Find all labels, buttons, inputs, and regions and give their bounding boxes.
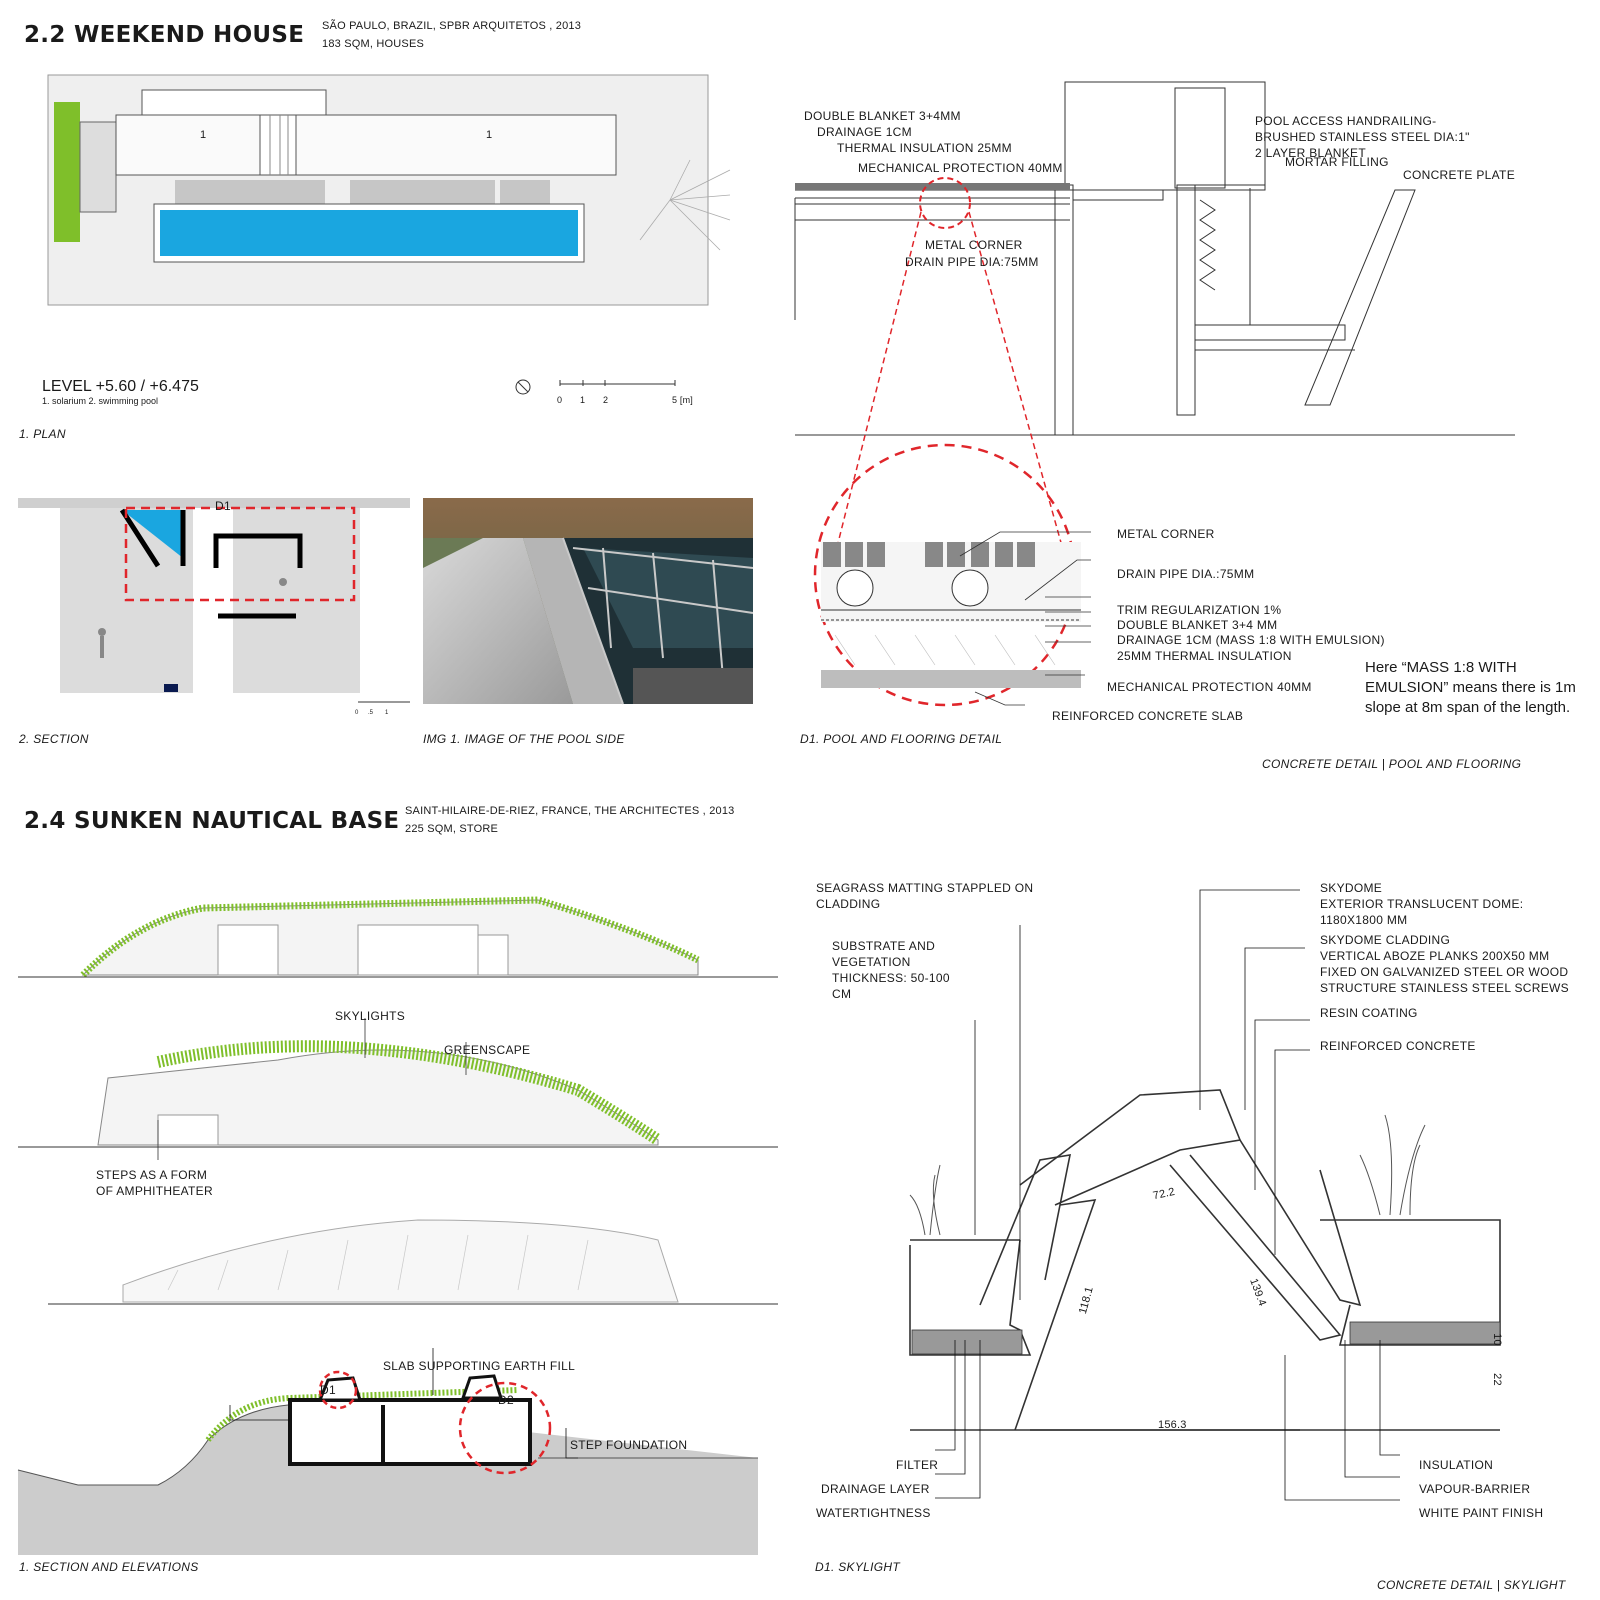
zoom-label-thermal: 25MM THERMAL INSULATION [1117, 649, 1292, 663]
plan-room-number-b: 1 [486, 129, 493, 141]
label-reinforced-concrete: REINFORCED CONCRETE [1320, 1039, 1476, 1053]
skylight-footer: CONCRETE DETAIL | SKYLIGHT [1377, 1578, 1566, 1592]
label-steps-line1: STEPS AS A FORM [96, 1168, 208, 1182]
label-cladding-line3: FIXED ON GALVANIZED STEEL OR WOOD [1320, 965, 1569, 979]
label-mechanical-protection: MECHANICAL PROTECTION 40MM [858, 161, 1063, 175]
nautical-base-title: 2.4 SUNKEN NAUTICAL BASE [24, 808, 400, 834]
label-mortar-filling: MORTAR FILLING [1285, 155, 1389, 169]
label-handrail-line2: BRUSHED STAINLESS STEEL DIA:1" [1255, 130, 1470, 144]
label-handrail-line1: POOL ACCESS HANDRAILING- [1255, 114, 1437, 128]
plan-scale-bar [515, 379, 676, 395]
label-skydome-line1: SKYDOME [1320, 881, 1383, 895]
label-skydome-line2: EXTERIOR TRANSLUCENT DOME: [1320, 897, 1524, 911]
label-substrate-line3: THICKNESS: 50-100 [832, 971, 950, 985]
label-two-layer-blanket: 2 LAYER BLANKET [1255, 146, 1366, 160]
scale-tick-2: 2 [603, 395, 609, 405]
label-d2: D2 [498, 1393, 514, 1407]
label-concrete-plate: CONCRETE PLATE [1403, 168, 1515, 182]
label-thermal-insulation: THERMAL INSULATION 25MM [837, 141, 1012, 155]
scale-tick-1: 1 [580, 395, 586, 405]
label-seagrass: SEAGRASS MATTING STAPPLED ON CLADDING [816, 880, 1033, 912]
dim-edge-a: 10 [1490, 1333, 1503, 1346]
weekend-house-title: 2.2 WEEKEND HOUSE [24, 22, 305, 48]
plan-level: LEVEL +5.60 / +6.475 [42, 378, 199, 395]
label-cladding-line1: SKYDOME CLADDING [1320, 933, 1451, 947]
label-seagrass-line1: SEAGRASS MATTING STAPPLED ON [816, 881, 1034, 895]
label-steps: STEPS AS A FORM OF AMPHITHEATER [96, 1167, 213, 1199]
label-metal-corner: METAL CORNER [925, 238, 1023, 252]
detail-caption: D1. POOL AND FLOORING DETAIL [800, 732, 1003, 746]
label-d1: D1 [320, 1383, 336, 1397]
zoom-label-slab: REINFORCED CONCRETE SLAB [1052, 709, 1244, 723]
dim-edge-b: 22 [1490, 1373, 1503, 1386]
weekend-house-meta: SÃO PAULO, BRAZIL, SPBR ARQUITETOS , 201… [322, 17, 581, 53]
scale-tick-0: 0 [557, 395, 563, 405]
label-resin-coating: RESIN COATING [1320, 1006, 1418, 1020]
photo-caption: IMG 1. IMAGE OF THE POOL SIDE [423, 732, 625, 746]
section-drawing [18, 498, 410, 703]
elevation-2-drawing [18, 1018, 778, 1160]
label-skydome: SKYDOME EXTERIOR TRANSLUCENT DOME: 1180X… [1320, 880, 1523, 928]
scale-tick-5: 5 [m] [672, 395, 694, 405]
meta-location: SÃO PAULO, BRAZIL, SPBR ARQUITETOS , 201… [322, 20, 582, 32]
zoom-label-drain-pipe: DRAIN PIPE DIA.:75MM [1117, 567, 1255, 581]
label-greenscape: GREENSCAPE [444, 1043, 531, 1057]
pool-flooring-detail-drawing [794, 81, 1515, 707]
section-scale-0: 0 [355, 710, 359, 716]
label-slab-earth-fill: SLAB SUPPORTING EARTH FILL [383, 1359, 576, 1373]
elevation-3-drawing [48, 1219, 778, 1305]
label-white-paint: WHITE PAINT FINISH [1419, 1506, 1544, 1520]
label-drainage: DRAINAGE 1CM [817, 125, 912, 139]
nautical-caption: 1. SECTION AND ELEVATIONS [19, 1560, 199, 1574]
zoom-label-mechanical: MECHANICAL PROTECTION 40MM [1107, 680, 1312, 694]
skylight-detail-drawing [909, 889, 1501, 1501]
label-step-foundation: STEP FOUNDATION [570, 1438, 688, 1452]
label-substrate-line2: VEGETATION [832, 955, 911, 969]
label-skydome-line3: 1180X1800 MM [1320, 913, 1408, 927]
label-drain-pipe: DRAIN PIPE DIA:75MM [905, 255, 1039, 269]
section-caption: 2. SECTION [19, 732, 89, 746]
label-skydome-cladding: SKYDOME CLADDING VERTICAL ABOZE PLANKS 2… [1320, 932, 1569, 996]
label-seagrass-line2: CLADDING [816, 897, 881, 911]
section-scale-1: 1 [385, 710, 389, 716]
zoom-label-trim: TRIM REGULARIZATION 1% [1117, 603, 1282, 617]
meta-area: 183 SQM, HOUSES [322, 38, 425, 50]
detail-footer: CONCRETE DETAIL | POOL AND FLOORING [1262, 757, 1522, 771]
zoom-label-metal-corner: METAL CORNER [1117, 527, 1215, 541]
nautical-section-drawing [17, 1348, 758, 1555]
label-skylights: SKYLIGHTS [335, 1009, 406, 1023]
emulsion-note: Here “MASS 1:8 WITH EMULSION” means ther… [1365, 659, 1576, 716]
skylight-caption: D1. SKYLIGHT [815, 1560, 900, 1574]
section-detail-marker: D1 [215, 499, 231, 513]
label-cladding-line2: VERTICAL ABOZE PLANKS 200X50 MM [1320, 949, 1550, 963]
label-watertightness: WATERTIGHTNESS [816, 1506, 931, 1520]
meta-location: SAINT-HILAIRE-DE-RIEZ, FRANCE, THE ARCHI… [405, 805, 735, 817]
label-vapour-barrier: VAPOUR-BARRIER [1419, 1482, 1531, 1496]
section-scale-05: .5 [368, 710, 374, 716]
label-substrate-line1: SUBSTRATE AND [832, 939, 936, 953]
meta-area: 225 SQM, STORE [405, 823, 499, 835]
label-cladding-line4: STRUCTURE STAINLESS STEEL SCREWS [1320, 981, 1569, 995]
plan-drawing [47, 74, 731, 306]
elevation-1-drawing [18, 896, 778, 978]
plan-room-number-a: 1 [200, 129, 207, 141]
dim-bottom: 156.3 [1158, 1419, 1187, 1431]
plan-caption: 1. PLAN [19, 427, 66, 441]
label-substrate-line4: CM [832, 987, 852, 1001]
label-drainage-layer: DRAINAGE LAYER [821, 1482, 930, 1496]
nautical-base-meta: SAINT-HILAIRE-DE-RIEZ, FRANCE, THE ARCHI… [405, 802, 734, 838]
plan-legend: 1. solarium 2. swimming pool [42, 396, 159, 406]
label-filter: FILTER [896, 1458, 939, 1472]
pool-side-photo [423, 498, 754, 705]
label-substrate: SUBSTRATE AND VEGETATION THICKNESS: 50-1… [832, 938, 950, 1002]
label-handrail: POOL ACCESS HANDRAILING- BRUSHED STAINLE… [1255, 113, 1470, 161]
label-double-blanket: DOUBLE BLANKET 3+4MM [804, 109, 961, 123]
label-insulation: INSULATION [1419, 1458, 1494, 1472]
zoom-label-drainage: DRAINAGE 1CM (MASS 1:8 WITH EMULSION) [1117, 633, 1385, 647]
zoom-label-double-blanket: DOUBLE BLANKET 3+4 MM [1117, 618, 1278, 632]
label-steps-line2: OF AMPHITHEATER [96, 1184, 213, 1198]
